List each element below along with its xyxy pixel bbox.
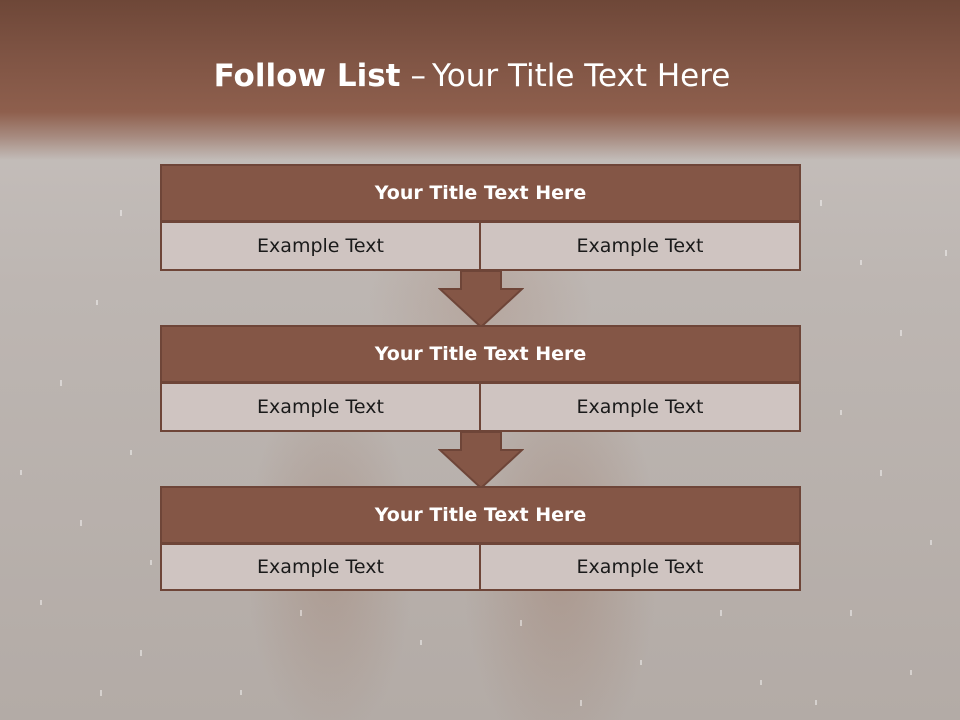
block-cell-right[interactable]: Example Text — [479, 221, 801, 271]
block-title[interactable]: Your Title Text Here — [160, 325, 801, 383]
block-cell-left[interactable]: Example Text — [160, 382, 481, 432]
title-rest-text: Your Title Text Here — [431, 58, 731, 94]
title-separator: – — [410, 58, 426, 94]
block-title[interactable]: Your Title Text Here — [160, 486, 801, 544]
list-block-1[interactable]: Your Title Text Here Example Text Exampl… — [160, 164, 801, 271]
block-cell-right[interactable]: Example Text — [479, 382, 801, 432]
block-cell-left[interactable]: Example Text — [160, 221, 481, 271]
down-arrow-icon — [438, 431, 524, 489]
block-cell-left[interactable]: Example Text — [160, 543, 481, 591]
slide-title: Follow List–Your Title Text Here — [0, 56, 944, 96]
block-title[interactable]: Your Title Text Here — [160, 164, 801, 222]
list-block-3[interactable]: Your Title Text Here Example Text Exampl… — [160, 486, 801, 593]
block-cell-right[interactable]: Example Text — [479, 543, 801, 591]
down-arrow-icon — [438, 270, 524, 328]
title-banner — [0, 0, 960, 160]
title-bold-text: Follow List — [213, 58, 401, 94]
list-block-2[interactable]: Your Title Text Here Example Text Exampl… — [160, 325, 801, 432]
